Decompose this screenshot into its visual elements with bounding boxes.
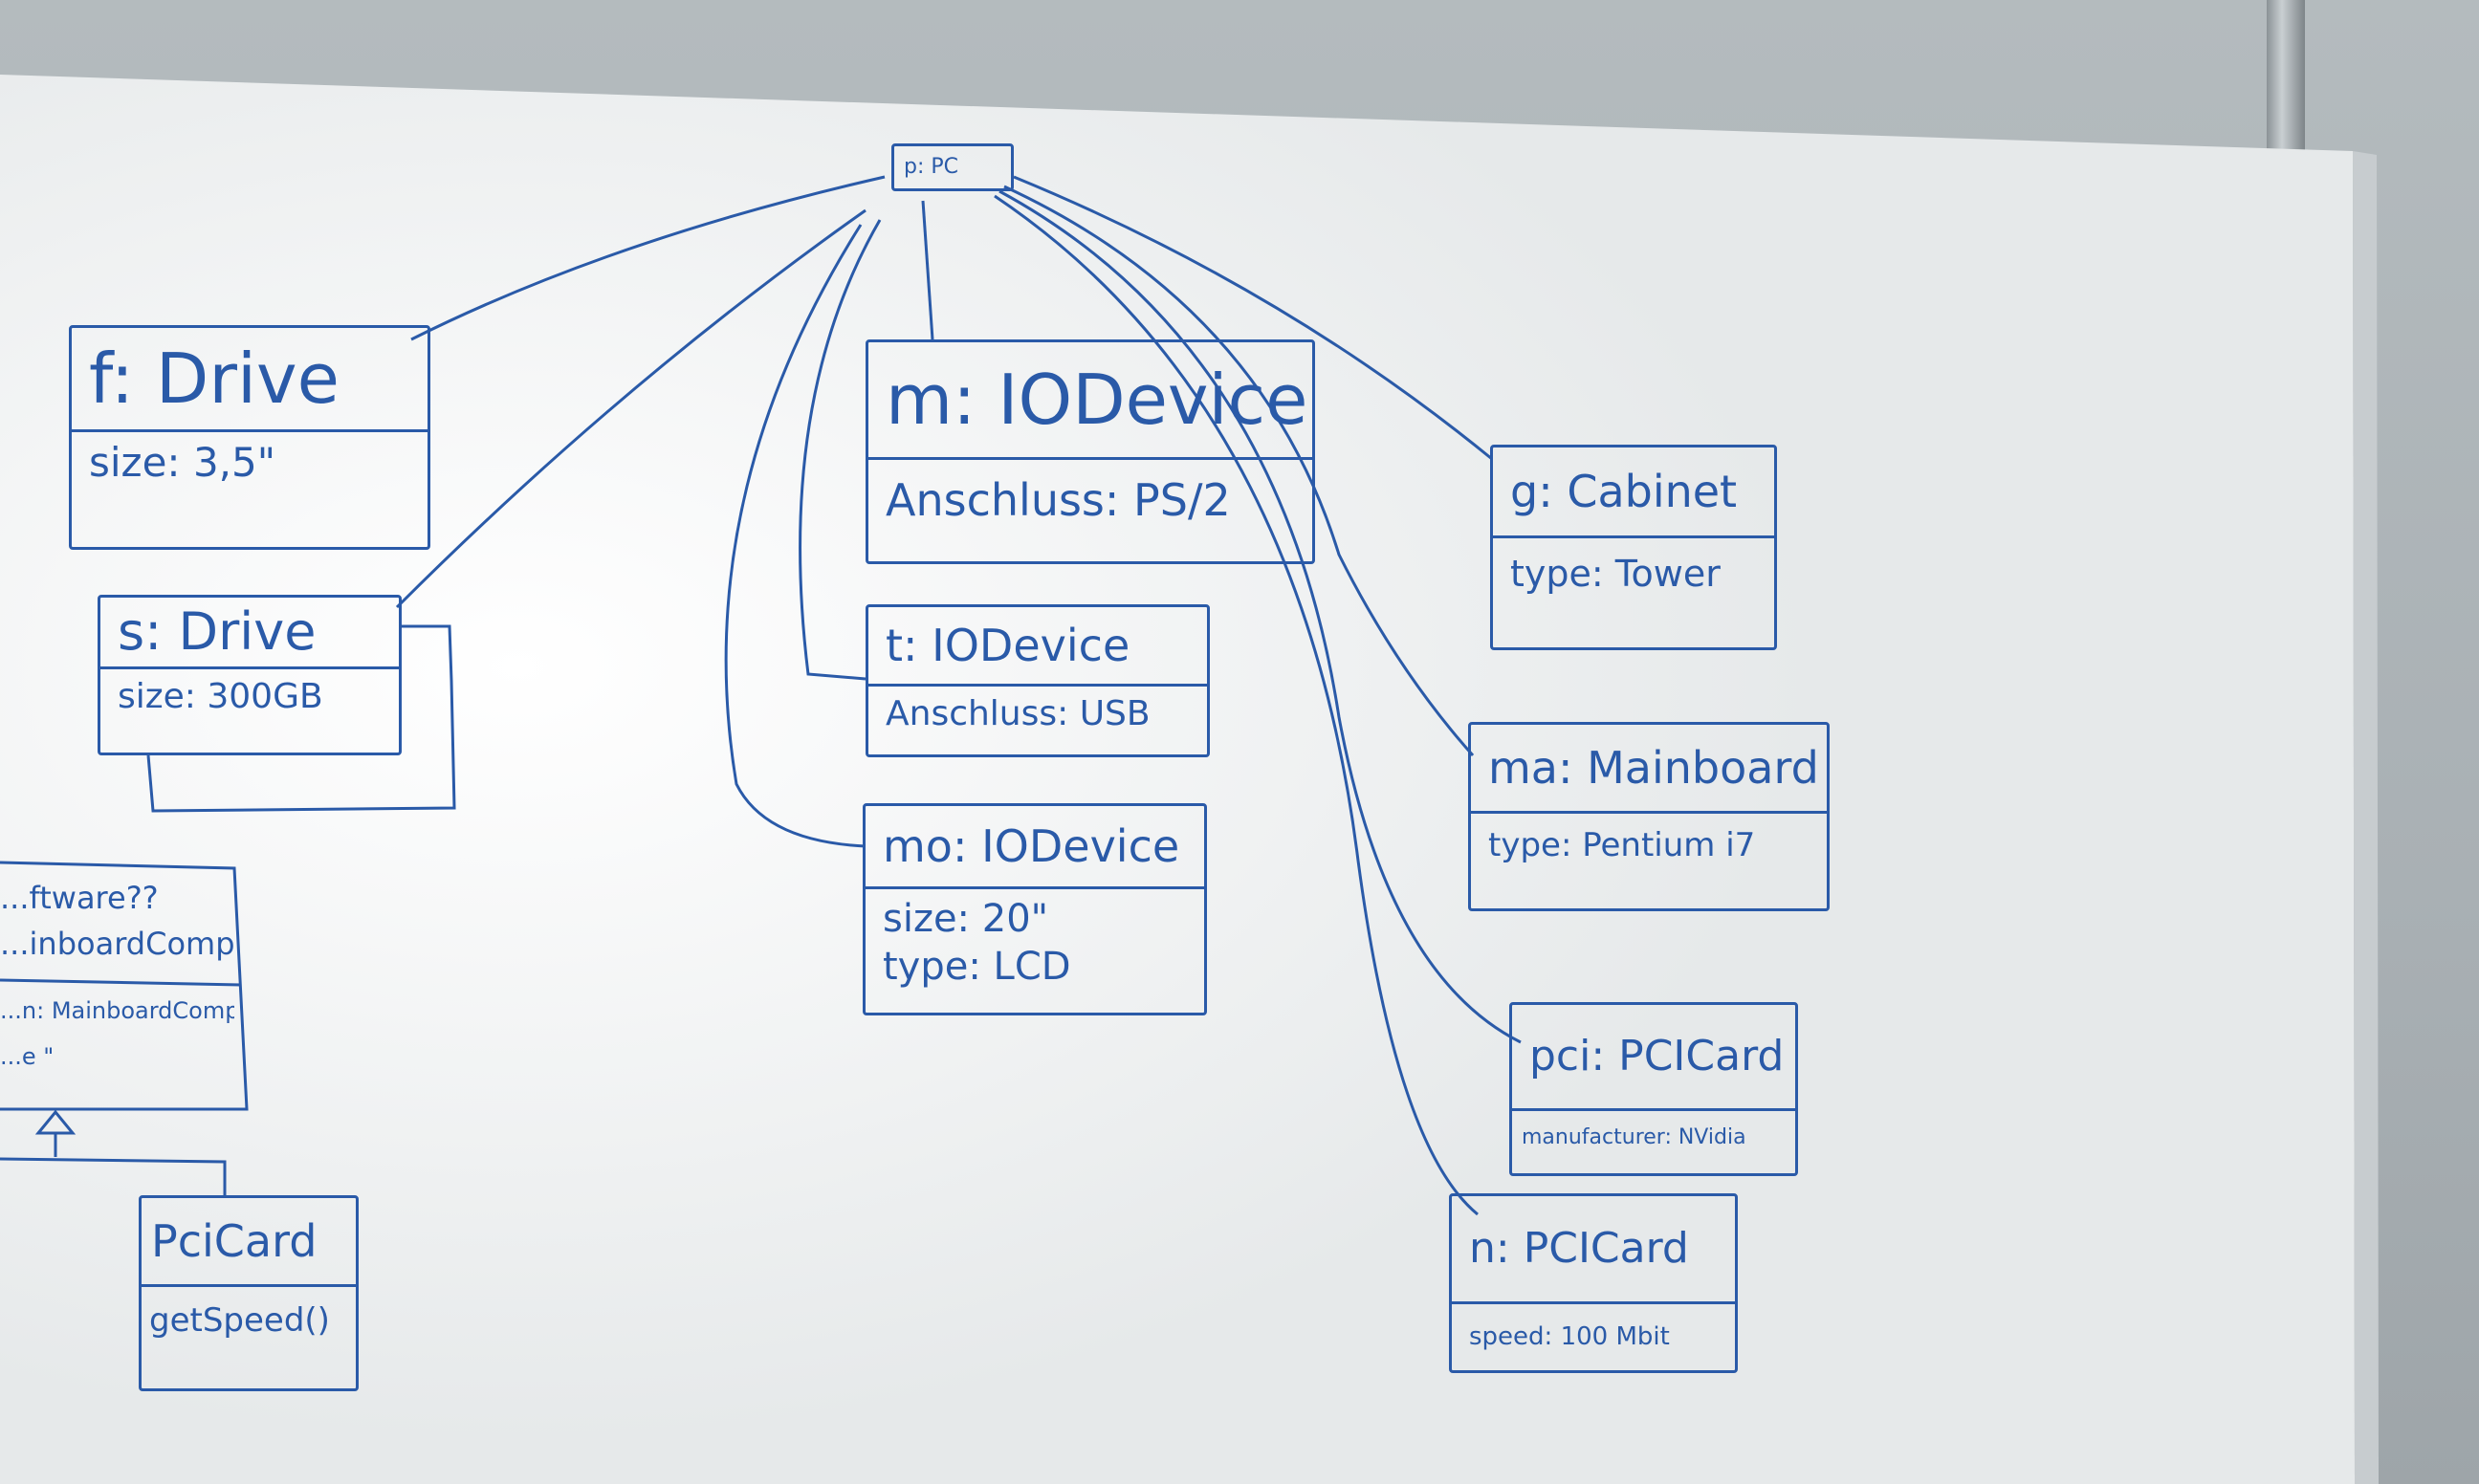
object-title: t: IODevice [868,607,1207,687]
fragment-line: ...inboardComp [0,926,234,962]
object-pci-card: pci: PCICard manufacturer: NVidia [1509,1002,1798,1176]
link-to-pci-card [998,189,1522,1044]
link-to-t-iodevice [799,219,882,681]
object-g-cabinet: g: Cabinet type: Tower [1490,445,1777,650]
object-title: s: Drive [100,598,399,669]
object-title: g: Cabinet [1493,447,1774,538]
class-title: PciCard [142,1198,356,1287]
attribute: speed: 100 Mbit [1469,1322,1670,1351]
fragment-line: ...e " [0,1043,55,1070]
s-drive-stack-shadow [146,624,456,813]
class-fragment-box [0,861,249,1111]
method: getSpeed() [149,1301,330,1340]
object-title: p: PC [904,155,958,179]
object-title: mo: IODevice [866,806,1204,889]
attribute: size: 3,5" [89,439,276,486]
object-s-drive: s: Drive size: 300GB [98,595,402,755]
object-title: f: Drive [72,328,428,432]
object-title: ma: Mainboard [1471,725,1827,814]
class-fragment-text: ...ftware?? ...inboardComp ...n: Mainboa… [0,875,234,1080]
attribute: manufacturer: NVidia [1522,1125,1746,1149]
link-to-mo-iodevice [724,224,867,848]
object-mo-iodevice: mo: IODevice size: 20" type: LCD [863,803,1207,1015]
class-pcicard: PciCard getSpeed() [139,1195,359,1391]
link-to-s-drive [395,208,867,609]
association-lines [395,175,1522,1216]
attribute: size: 300GB [118,677,323,716]
object-n-card: n: PCICard speed: 100 Mbit [1449,1193,1738,1373]
attributes: size: 300GB [100,669,399,724]
attributes: speed: 100 Mbit [1452,1304,1735,1359]
attribute: type: Pentium i7 [1488,826,1756,864]
attributes: Anschluss: PS/2 [868,460,1312,535]
attribute: Anschluss: USB [886,694,1151,733]
object-t-iodevice: t: IODevice Anschluss: USB [866,604,1210,757]
object-m-iodevice: m: IODevice Anschluss: PS/2 [866,339,1315,564]
fragment-line: ...ftware?? [0,880,159,916]
class-fragment-divider [0,978,242,987]
object-title: pci: PCICard [1512,1005,1795,1111]
object-title: n: PCICard [1452,1196,1735,1304]
link-to-n-card [994,194,1479,1216]
attributes: size: 20" type: LCD [866,889,1204,996]
attributes: Anschluss: USB [868,687,1207,741]
methods: getSpeed() [142,1287,356,1355]
attribute: Anschluss: PS/2 [886,474,1231,526]
attribute: size: 20" [883,897,1049,941]
attribute: type: Tower [1510,553,1721,595]
link-to-f-drive [410,175,886,341]
attributes: size: 3,5" [72,432,428,494]
link-to-ma-mainboard [1003,185,1475,756]
inheritance-line [0,1133,227,1195]
class-fragment-drawing [0,624,456,1195]
attribute: type: LCD [883,945,1071,989]
attributes: type: Pentium i7 [1471,814,1827,872]
whiteboard-edge [2353,151,2379,1484]
attributes: manufacturer: NVidia [1512,1111,1795,1165]
link-to-m-iodevice [921,200,934,340]
object-title: m: IODevice [868,342,1312,460]
object-p-pc: p: PC [891,143,1014,191]
link-to-g-cabinet [1013,175,1493,461]
object-ma-mainboard: ma: Mainboard type: Pentium i7 [1468,722,1830,911]
attributes: type: Tower [1493,538,1774,603]
object-f-drive: f: Drive size: 3,5" [69,325,430,550]
fragment-line: ...n: MainboardComp) [0,997,234,1024]
